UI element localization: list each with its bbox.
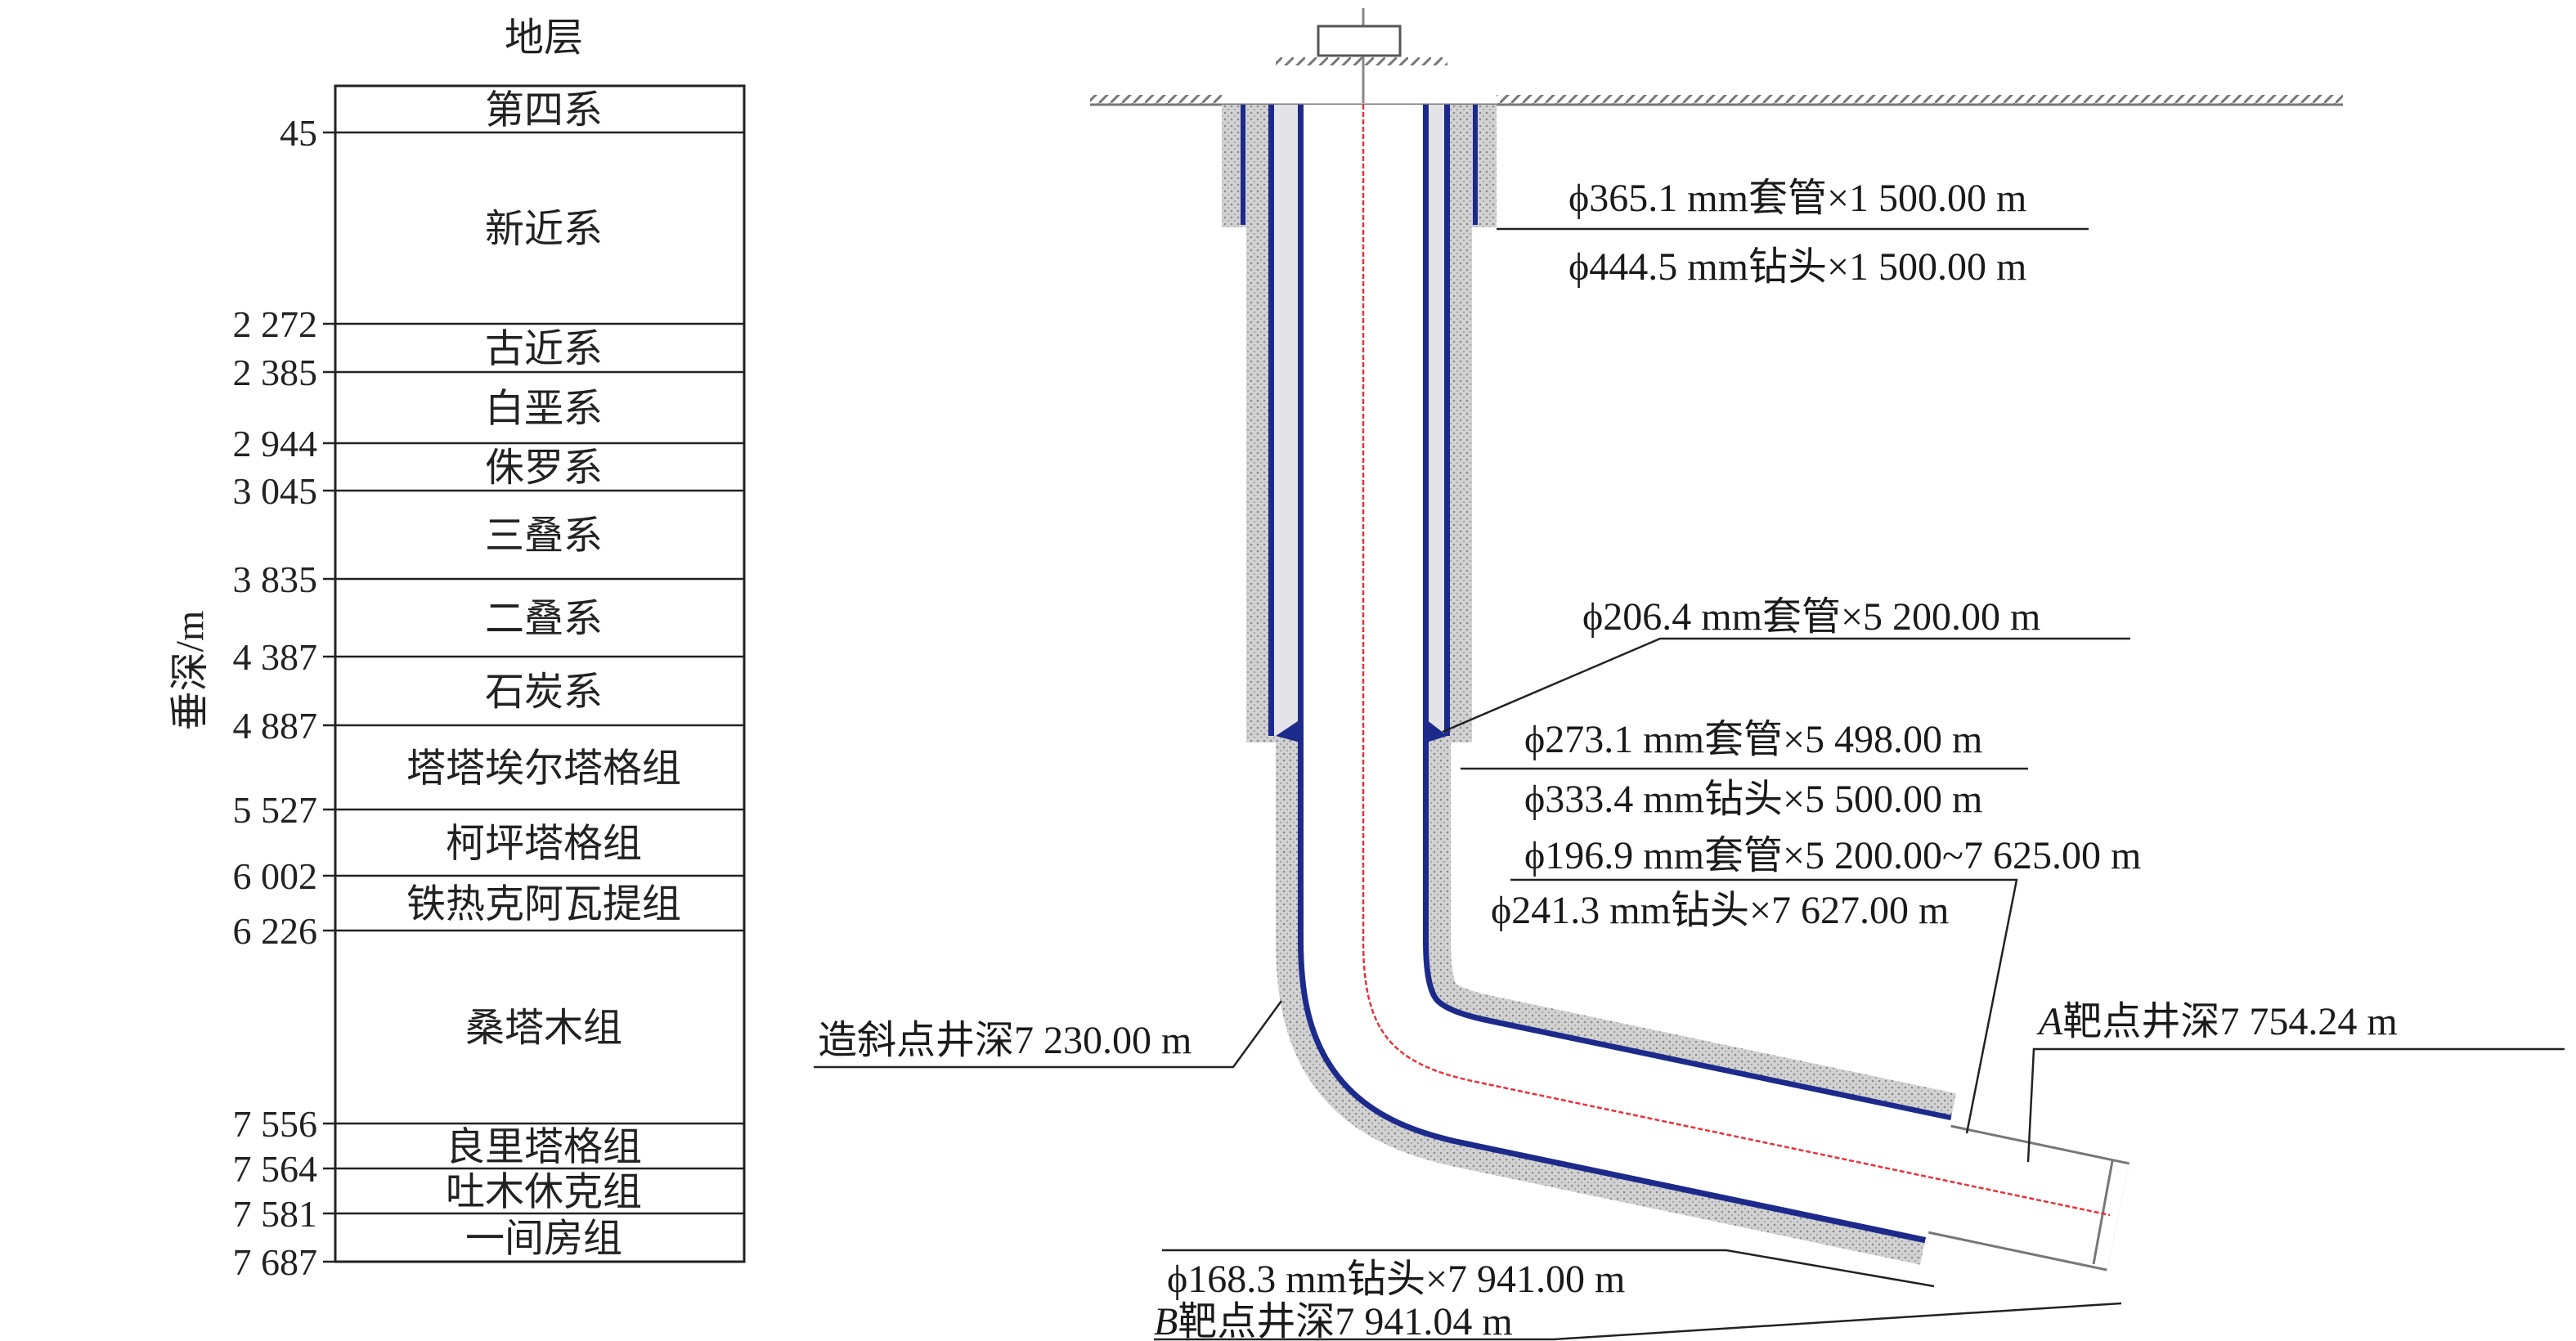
strata-layer: 塔塔埃尔塔格组 5 527: [233, 747, 744, 831]
layer-bottom-depth: 2 944: [233, 423, 318, 464]
strata-layer: 二叠系 4 387: [233, 598, 744, 678]
layer-bottom-depth: 7 564: [233, 1148, 318, 1190]
depth-axis-label: 垂深/m: [168, 611, 212, 731]
strata-layer: 古近系 2 385: [233, 328, 744, 393]
bit-333-label: ϕ333.4 mm钻头×5 500.00 m: [1524, 778, 1982, 821]
casing-365-label: ϕ365.1 mm套管×1 500.00 m: [1568, 177, 2026, 220]
annotations: ϕ365.1 mm套管×1 500.00 m ϕ444.5 mm钻头×1 500…: [814, 177, 2565, 1341]
casing-206-label: ϕ206.4 mm套管×5 200.00 m: [1582, 595, 2040, 639]
strata-layer: 白垩系 2 944: [233, 388, 744, 464]
strata-layer: 铁热克阿瓦提组 6 226: [233, 883, 744, 952]
layer-bottom-depth: 4 887: [233, 705, 318, 747]
target-b-label: B靶点井深7 941.04 m: [1154, 1300, 1513, 1341]
strata-layer: 吐木休克组 7 581: [233, 1171, 744, 1235]
well-trajectory: [1362, 105, 2111, 1217]
layer-name: 白垩系: [485, 388, 603, 431]
kickoff-point-label: 造斜点井深7 230.00 m: [818, 1019, 1192, 1062]
layer-bottom-depth: 2 385: [233, 352, 318, 393]
layer-name: 三叠系: [485, 514, 603, 558]
layer-bottom-depth: 7 581: [233, 1193, 318, 1235]
strata-layer: 三叠系 3 835: [233, 514, 744, 600]
layer-bottom-depth: 2 272: [233, 303, 318, 345]
layer-name: 良里塔格组: [446, 1126, 642, 1169]
layer-bottom-depth: 7 556: [233, 1103, 318, 1145]
strata-layer: 石炭系 4 887: [233, 670, 744, 747]
wellhead-icon: [1276, 8, 1447, 103]
strata-title: 地层: [505, 16, 583, 60]
strata-layer: 侏罗系 3 045: [233, 446, 744, 512]
ground-surface: [1090, 95, 2343, 106]
strata-box: [334, 84, 746, 1263]
wellbore: [1222, 105, 2129, 1271]
layer-name: 吐木休克组: [446, 1171, 642, 1214]
casing-273-label: ϕ273.1 mm套管×5 498.00 m: [1524, 718, 1982, 761]
layer-bottom-depth: 6 002: [233, 855, 318, 897]
layer-bottom-depth: 7 687: [233, 1241, 318, 1283]
target-a-label: A靶点井深7 754.24 m: [2036, 1000, 2398, 1043]
strata-layer: 第四系 45: [280, 89, 744, 154]
bit-168-label: ϕ168.3 mm钻头×7 941.00 m: [1167, 1258, 1625, 1301]
strata-layer: 桑塔木组 7 556: [233, 1007, 744, 1145]
layer-bottom-depth: 6 226: [233, 910, 318, 952]
layer-name: 塔塔埃尔塔格组: [406, 747, 681, 791]
strata-layer: 良里塔格组 7 564: [233, 1126, 744, 1190]
layer-name: 柯坪塔格组: [446, 823, 642, 866]
layer-name: 石炭系: [485, 670, 603, 714]
layer-bottom-depth: 45: [280, 112, 317, 154]
strata-layer: 新近系 2 272: [233, 208, 744, 345]
layer-name: 侏罗系: [485, 446, 603, 490]
layer-name: 新近系: [485, 208, 603, 251]
layer-name: 铁热克阿瓦提组: [406, 883, 681, 926]
bit-241-label: ϕ241.3 mm钻头×7 627.00 m: [1491, 889, 1949, 932]
layer-name: 桑塔木组: [465, 1007, 622, 1050]
strata-layer: 一间房组 7 687: [233, 1218, 623, 1284]
layer-bottom-depth: 4 387: [233, 636, 318, 678]
strata-layer: 柯坪塔格组 6 002: [233, 823, 744, 897]
layer-bottom-depth: 3 045: [233, 470, 318, 512]
layer-name: 古近系: [485, 328, 603, 371]
layer-name: 二叠系: [485, 598, 603, 641]
layer-bottom-depth: 3 835: [233, 558, 318, 600]
layer-name: 一间房组: [465, 1218, 622, 1261]
layer-name: 第四系: [485, 89, 603, 132]
bit-444-label: ϕ444.5 mm钻头×1 500.00 m: [1568, 245, 2026, 289]
casing-196-label: ϕ196.9 mm套管×5 200.00~7 625.00 m: [1524, 834, 2141, 877]
layer-bottom-depth: 5 527: [233, 789, 318, 831]
